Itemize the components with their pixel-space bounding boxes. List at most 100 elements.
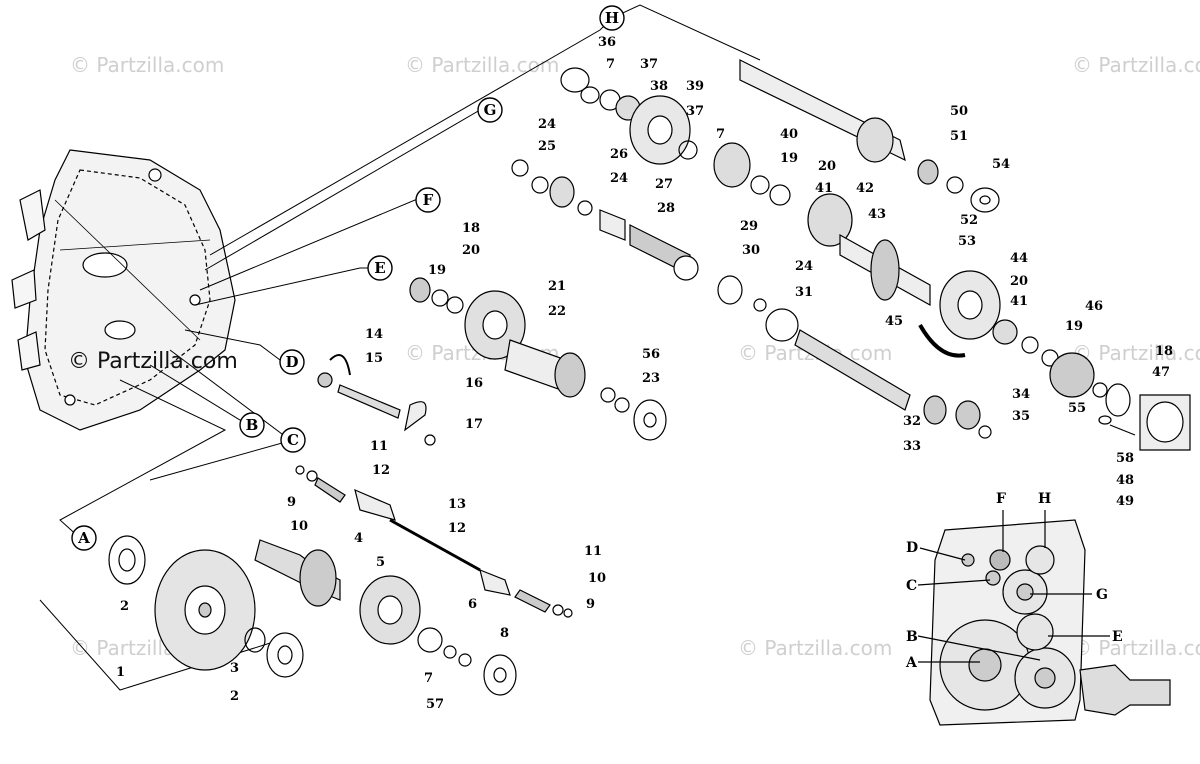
part-number: 38: [650, 79, 668, 94]
watermark-text: © Partzilla.com: [1072, 53, 1200, 77]
svg-text:E: E: [374, 259, 385, 277]
part-number: 55: [1068, 401, 1086, 416]
svg-text:D: D: [285, 353, 298, 371]
part-number: 7: [606, 57, 615, 72]
svg-text:G: G: [484, 101, 497, 119]
shaft-a-assembly: [108, 535, 517, 696]
watermark-text: © Partzilla.com: [738, 636, 892, 660]
inset-label-h: H: [1038, 491, 1051, 507]
ref-letter-f: F: [415, 187, 441, 213]
part-number: 49: [1116, 494, 1134, 509]
part-number: 42: [856, 181, 874, 196]
part-number: 7: [424, 671, 433, 686]
part-number: 44: [1010, 251, 1028, 266]
part-number: 20: [1010, 274, 1028, 289]
part-number: 24: [538, 117, 556, 132]
part-number: 39: [686, 79, 704, 94]
shift-drum-assembly: [317, 354, 436, 446]
part-number: 32: [903, 414, 921, 429]
part-number: 36: [598, 35, 616, 50]
part-number: 8: [500, 626, 509, 641]
part-number: 34: [1012, 387, 1030, 402]
part-number: 48: [1116, 473, 1134, 488]
reference-letters: H G F E D C B A: [71, 5, 625, 551]
watermark-text: © Partzilla.com: [1072, 636, 1200, 660]
part-number: 31: [795, 285, 813, 300]
part-number: 23: [642, 371, 660, 386]
shaft-e-assembly: [409, 277, 667, 441]
shift-fork-assembly: [295, 465, 573, 618]
part-number: 53: [958, 234, 976, 249]
watermark-text: © Partzilla.com: [70, 53, 224, 77]
part-number: 51: [950, 129, 968, 144]
watermark-text: © Partzilla.com: [1072, 341, 1200, 365]
part-number: 45: [885, 314, 903, 329]
part-number: 56: [642, 347, 660, 362]
part-number: 5: [376, 555, 385, 570]
part-number: 22: [548, 304, 566, 319]
svg-text:B: B: [246, 416, 259, 434]
part-number: 18: [462, 221, 480, 236]
part-number: 41: [1010, 294, 1028, 309]
part-number: 15: [365, 351, 383, 366]
part-number: 7: [716, 127, 725, 142]
part-number: 25: [538, 139, 556, 154]
inset-label-b: B: [906, 629, 918, 645]
part-number: 21: [548, 279, 566, 294]
part-number: 24: [610, 171, 628, 186]
part-number: 11: [584, 544, 602, 559]
part-number: 19: [780, 151, 798, 166]
part-number: 2: [230, 689, 239, 704]
part-number: 30: [742, 243, 760, 258]
part-number: 54: [992, 157, 1010, 172]
part-number: 33: [903, 439, 921, 454]
part-number: 50: [950, 104, 968, 119]
part-number: 29: [740, 219, 758, 234]
ref-letter-c: C: [280, 427, 306, 453]
part-number: 27: [655, 177, 673, 192]
part-number: 2: [120, 599, 129, 614]
inset-label-a: A: [905, 655, 918, 671]
part-number: 9: [287, 495, 296, 510]
watermark-dark: © Partzilla.com: [68, 349, 238, 374]
part-number: 9: [586, 597, 595, 612]
part-number: 28: [657, 201, 675, 216]
part-number: 10: [588, 571, 606, 586]
part-number: 10: [290, 519, 308, 534]
ref-letter-g: G: [477, 97, 503, 123]
part-number: 35: [1012, 409, 1030, 424]
transmission-housing: [11, 149, 236, 431]
part-number: 4: [354, 531, 363, 546]
part-number: 20: [818, 159, 836, 174]
ref-letter-h: H: [599, 5, 625, 31]
part-number: 57: [426, 697, 444, 712]
inset-case-diagram: [917, 510, 1171, 726]
svg-text:C: C: [287, 431, 299, 449]
part-number: 17: [465, 417, 483, 432]
part-number: 58: [1116, 451, 1134, 466]
part-number: 41: [815, 181, 833, 196]
svg-text:F: F: [423, 191, 434, 209]
ref-letter-b: B: [239, 412, 265, 438]
ref-letter-d: D: [279, 349, 305, 375]
part-number: 6: [468, 597, 477, 612]
inset-label-d: D: [906, 540, 918, 556]
part-number: 46: [1085, 299, 1103, 314]
part-number: 37: [640, 57, 658, 72]
part-number: 47: [1152, 365, 1170, 380]
inset-label-g: G: [1096, 587, 1108, 603]
part-number: 19: [428, 263, 446, 278]
part-number: 12: [448, 521, 466, 536]
inset-label-f: F: [996, 491, 1006, 507]
part-number: 16: [465, 376, 483, 391]
part-number: 11: [370, 439, 388, 454]
part-number: 24: [795, 259, 813, 274]
shaft-h-assembly: [560, 59, 1000, 213]
part-number: 14: [365, 327, 383, 342]
part-number: 19: [1065, 319, 1083, 334]
ref-letter-a: A: [71, 525, 97, 551]
part-number: 1: [116, 665, 125, 680]
part-number: 20: [462, 243, 480, 258]
